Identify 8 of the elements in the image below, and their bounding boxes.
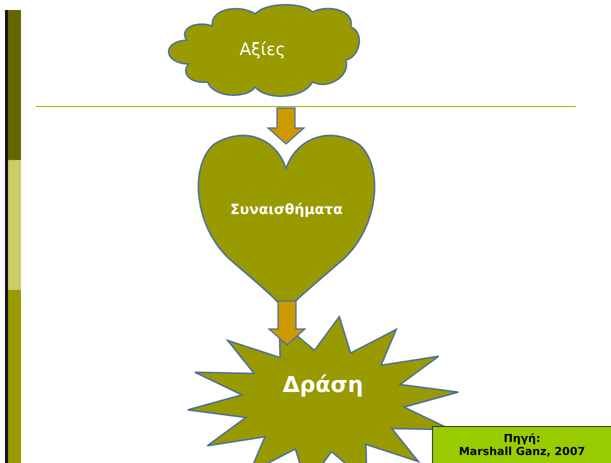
source-box (432, 426, 611, 463)
node-label: Δράση (282, 373, 364, 399)
node-label: Marshall Ganz, 2007 (458, 446, 586, 458)
node-label: Συναισθήματα (230, 202, 343, 219)
node-label: Αξίες (239, 41, 286, 61)
block-arrow (266, 107, 306, 145)
block-arrow (267, 300, 307, 346)
node-label: Πηγή: (504, 433, 540, 446)
